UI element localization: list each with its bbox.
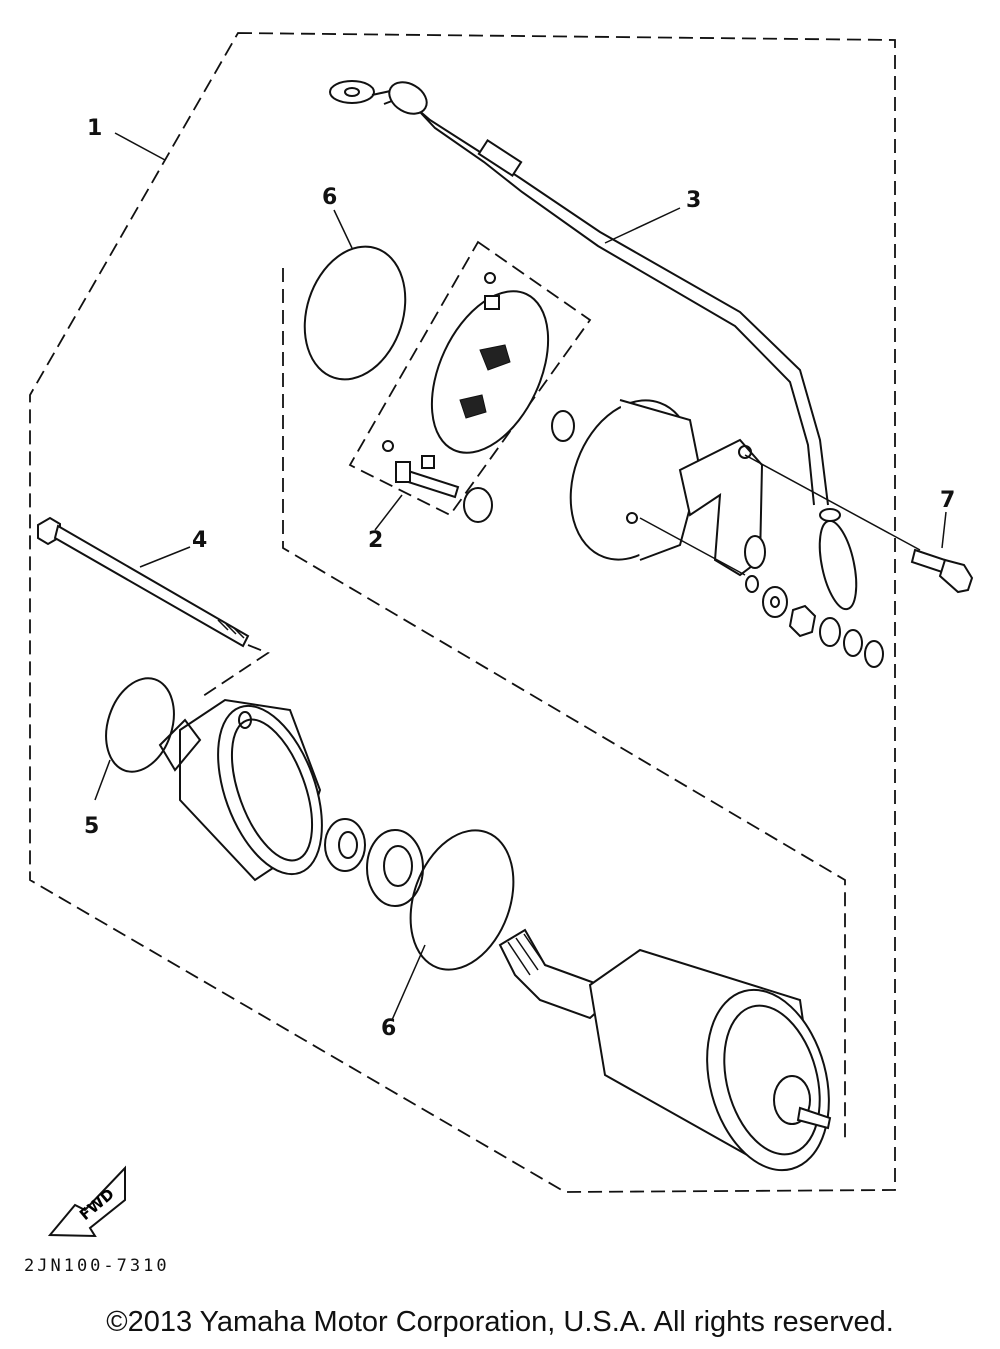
leader-3 <box>604 207 681 244</box>
lead-wire <box>329 80 858 611</box>
mount-axis-line-lower <box>639 517 746 576</box>
motor-yoke <box>498 928 832 1172</box>
copyright-notice: ©2013 Yamaha Motor Corporation, U.S.A. A… <box>106 1306 894 1338</box>
leader-5 <box>94 759 111 801</box>
callout-1: 1 <box>87 116 103 141</box>
bearing <box>366 829 424 907</box>
brush-holder-plate <box>382 272 550 469</box>
washer-cover-lower <box>463 487 493 523</box>
brush-holder-boundary <box>348 240 592 517</box>
callout-3: 3 <box>686 188 702 213</box>
washer-cover <box>551 410 575 442</box>
diagram-code: 2JN100-7310 <box>24 1256 170 1276</box>
o-ring-top <box>303 245 407 381</box>
terminal-nut-stack <box>745 575 884 668</box>
leader-6-top <box>333 209 353 249</box>
through-bolt <box>37 516 250 648</box>
brush-holder-screw <box>395 461 460 499</box>
front-end-cover <box>158 698 323 882</box>
bolt-guide-line <box>199 644 270 699</box>
fwd-arrow-icon: FWD <box>47 1165 126 1238</box>
callout-2: 2 <box>368 528 384 553</box>
leader-6-bottom <box>391 944 426 1021</box>
leader-7 <box>941 511 947 549</box>
mount-axis-line <box>744 454 921 551</box>
rear-end-cover <box>569 399 766 577</box>
callout-5: 5 <box>84 814 100 839</box>
assembly-boundary <box>29 32 896 1193</box>
callout-6-top: 6 <box>322 185 338 210</box>
callout-6-bottom: 6 <box>381 1016 397 1041</box>
callout-7: 7 <box>940 488 956 513</box>
mount-bolt <box>910 548 974 594</box>
o-ring-bottom <box>409 829 515 971</box>
callout-4: 4 <box>192 528 208 553</box>
oil-seal <box>324 818 366 872</box>
leader-4 <box>139 546 191 568</box>
end-cover-group-boundary <box>282 268 846 1140</box>
leader-1 <box>114 132 166 161</box>
leader-2 <box>374 494 403 531</box>
